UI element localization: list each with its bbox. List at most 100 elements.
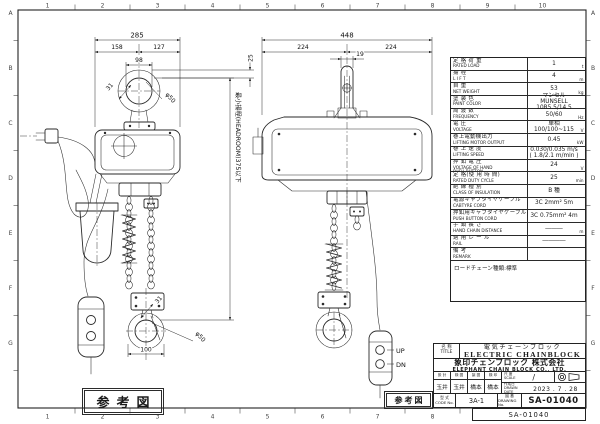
chain-link bbox=[147, 254, 155, 264]
spec-label-en: VOLTAGE bbox=[453, 126, 472, 132]
load-chains-side bbox=[122, 196, 155, 290]
zone-number-bottom: 2 bbox=[101, 414, 105, 421]
chain-link bbox=[147, 267, 155, 277]
zone-number-top: 4 bbox=[211, 3, 215, 10]
spec-unit: V bbox=[580, 165, 584, 171]
spec-value: マンセル MUNSELL 10R5.5/14.5 bbox=[536, 92, 572, 111]
chain-stopper-front bbox=[349, 206, 365, 217]
spec-label-en: HAND CHAIN DISTANCE bbox=[453, 228, 503, 234]
chain-link bbox=[125, 280, 133, 290]
spec-label-en: LIFTING MOTOR OUTPUT bbox=[453, 139, 505, 145]
spec-label-en: PAINT COLOR bbox=[453, 101, 481, 107]
approval-role: 検 印 bbox=[485, 372, 501, 381]
dim-front-left: 224 bbox=[297, 44, 309, 51]
zone-letter-right: C bbox=[591, 120, 595, 127]
spec-label-en: NET WEIGHT bbox=[453, 88, 480, 94]
chain-link bbox=[148, 248, 154, 257]
spec-unit: Hz bbox=[578, 114, 584, 120]
dim-top-hook-dia: φ50 bbox=[164, 91, 177, 104]
spec-value: B 種 bbox=[548, 187, 560, 194]
title-block: 名 称 TITLE 電気チェーンブロック ELECTRIC CHAINBLOCK… bbox=[433, 343, 586, 408]
spec-unit: m bbox=[579, 229, 584, 235]
reference-drawing-stamp-small: 参考図 bbox=[384, 391, 433, 409]
spec-label-en: RATED DUTY CYCLE bbox=[453, 177, 494, 183]
spec-label-jp: 適 用 レ ー ル bbox=[453, 235, 490, 242]
approval-col: 検 印橋本 bbox=[485, 372, 501, 393]
microfilm-number-box: SA-01040 bbox=[472, 408, 586, 421]
dim-bottom-hook-dia: φ50 bbox=[194, 330, 207, 343]
chain-link bbox=[148, 222, 154, 231]
pendant-up-label: UP bbox=[396, 347, 405, 355]
power-plug bbox=[35, 128, 96, 218]
spec-unit: min bbox=[575, 178, 584, 184]
dim-front-right: 224 bbox=[385, 44, 397, 51]
chain-link bbox=[147, 280, 155, 290]
front-view: UP DN 448 224 224 19 bbox=[252, 30, 433, 399]
dim-saddle-offset: 25 bbox=[248, 54, 255, 62]
cushion-spring bbox=[122, 214, 136, 264]
chain-link bbox=[147, 215, 155, 225]
spec-value: ――― bbox=[545, 225, 563, 232]
dim-right-split: 127 bbox=[153, 44, 165, 51]
chain-link bbox=[125, 267, 133, 277]
scale-label-en: SCALE bbox=[504, 376, 516, 381]
pendant-down-label: DN bbox=[396, 361, 406, 369]
spec-label-jp: 塗 装 色 bbox=[453, 96, 475, 102]
spec-label-jp: 周 波 数 bbox=[453, 108, 475, 115]
dim-hook-eye: 98 bbox=[135, 57, 143, 64]
dwg-label-cell: 図 番 DRAWING No. bbox=[498, 394, 522, 407]
spec-value bbox=[528, 248, 585, 260]
zone-letter-right: D bbox=[591, 175, 596, 182]
approval-grid: 設 計玉井検 図玉井製 図橋本検 印橋本 bbox=[434, 372, 502, 394]
spec-label-jp: 自 重 bbox=[453, 83, 467, 89]
drawing-title-jp: 電気チェーンブロック bbox=[483, 344, 562, 351]
hoist-body-front bbox=[252, 116, 433, 205]
chain-link bbox=[147, 202, 155, 212]
dim-bottom-hook-width: 100 bbox=[140, 347, 152, 354]
title-label-en: TITLE bbox=[440, 350, 453, 355]
approval-col: 設 計玉井 bbox=[434, 372, 451, 394]
zone-number-bottom: 5 bbox=[266, 414, 270, 421]
bottom-hook-front bbox=[315, 291, 353, 349]
date-cell: 作成日 DRAWN DATE 2023 . 7 . 28 bbox=[502, 382, 585, 395]
spec-label-en: FREQUENCY bbox=[453, 114, 479, 120]
spec-unit: kW bbox=[576, 140, 584, 146]
spec-unit: t bbox=[581, 64, 584, 70]
reference-drawing-stamp-large: 参考図 bbox=[81, 387, 165, 416]
pendant-control-front: UP DN bbox=[365, 190, 406, 399]
zone-number-bottom: 7 bbox=[376, 414, 380, 421]
spec-label-en: RATED LOAD bbox=[453, 63, 480, 69]
chain-link bbox=[147, 241, 155, 251]
scale-cell: 尺 度 SCALE / bbox=[502, 372, 555, 383]
dwg-label-jp: 図 番 bbox=[505, 393, 514, 399]
chain-link bbox=[126, 261, 132, 270]
chain-link bbox=[331, 243, 337, 252]
zone-number-bottom: 8 bbox=[431, 414, 435, 421]
headroom-annotation: 最小揚程(HEADROOM)375以下 bbox=[234, 92, 242, 183]
drawing-title-en: ELECTRIC CHAINBLOCK bbox=[463, 350, 582, 358]
chain-link bbox=[126, 235, 132, 244]
chain-link bbox=[330, 223, 338, 233]
zone-letter-left: D bbox=[8, 175, 13, 182]
zone-number-top: 9 bbox=[486, 3, 490, 10]
chain-link bbox=[331, 230, 337, 239]
approval-name: 橋本 bbox=[487, 385, 499, 392]
